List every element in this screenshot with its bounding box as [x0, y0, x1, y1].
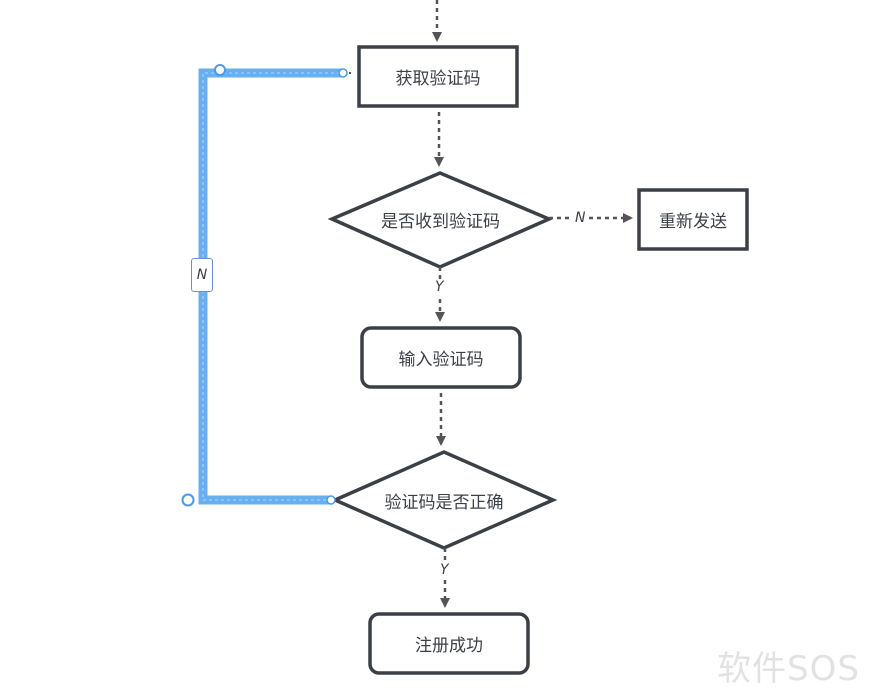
selection-handle-mid[interactable] [214, 64, 226, 76]
selection-handle-source[interactable] [326, 495, 336, 505]
edge-label-correct-no[interactable]: N [191, 258, 213, 292]
node-resend-label: 重新发送 [659, 212, 727, 232]
edge-correct-to-get-code[interactable] [202, 72, 343, 501]
node-input-code-label: 输入验证码 [398, 350, 484, 370]
node-resend-shape[interactable] [637, 188, 749, 251]
node-success-label: 注册成功 [415, 636, 483, 656]
node-get-code-label: 获取验证码 [395, 69, 481, 89]
edge-label-received-no: N [573, 210, 588, 226]
watermark-text: 软件SOS [717, 649, 860, 689]
node-correct-shape[interactable] [330, 450, 558, 550]
selection-handle-end[interactable] [338, 68, 348, 78]
selection-handle-start[interactable] [181, 493, 195, 507]
node-input-code-shape[interactable] [360, 326, 522, 389]
node-correct-label: 验证码是否正确 [384, 492, 504, 513]
node-received-label: 是否收到验证码 [381, 211, 500, 232]
node-success-shape[interactable] [368, 612, 530, 675]
edge-label-correct-yes: Y [438, 562, 451, 578]
edge-label-received-yes: Y [433, 279, 446, 295]
edge-correct-to-get-code-selection[interactable] [198, 68, 343, 505]
node-get-code-shape[interactable] [357, 45, 519, 108]
